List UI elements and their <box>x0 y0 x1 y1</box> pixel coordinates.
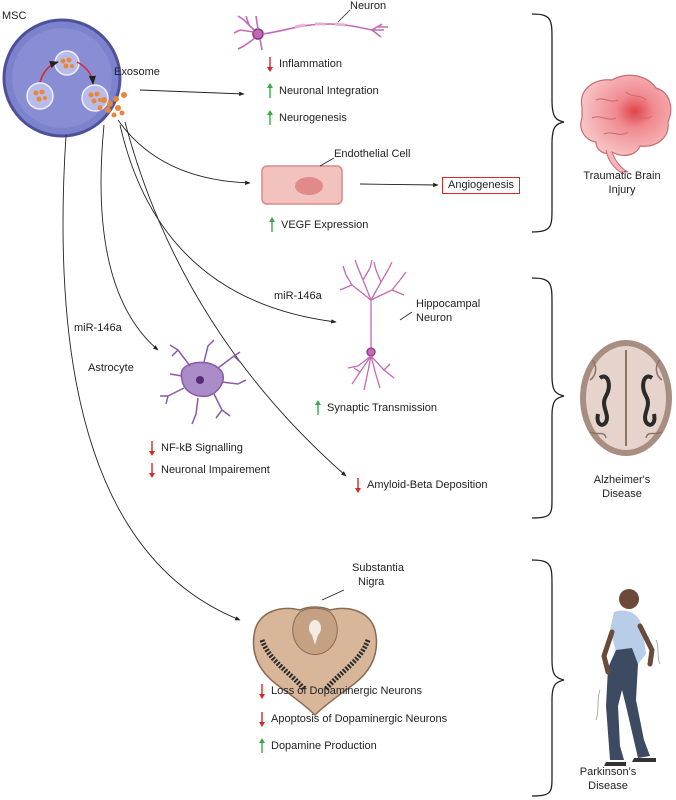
down-arrow-icon <box>149 463 155 478</box>
effect-text: Neurogenesis <box>279 112 347 124</box>
tbi-brain-icon <box>580 74 672 173</box>
effect-text: Neuronal Integration <box>279 85 379 97</box>
parkinsons-person-icon <box>595 589 661 766</box>
effect-text: Amyloid-Beta Deposition <box>367 479 488 491</box>
down-arrow-icon <box>355 478 361 493</box>
tbi-label-line1: Traumatic Brain <box>583 170 661 182</box>
effect-text: Apoptosis of Dopaminergic Neurons <box>271 713 448 725</box>
endothelial-cell-illustration <box>261 165 343 205</box>
msc-cell <box>2 18 122 138</box>
effect-text: Inflammation <box>279 58 342 70</box>
effect-vegf-expression: VEGF Expression <box>268 217 368 233</box>
angiogenesis-box: Angiogenesis <box>442 177 521 194</box>
tbi-label-line2: Injury <box>608 184 636 196</box>
down-arrow-icon <box>259 712 265 727</box>
effect-neuronal-integration: Neuronal Integration <box>266 83 379 99</box>
effect-apoptosis-dopaminergic: Apoptosis of Dopaminergic Neurons <box>258 711 447 727</box>
exosome-cluster <box>97 92 127 118</box>
effect-text: NF-kB Signalling <box>161 442 243 454</box>
effect-inflammation: Inflammation <box>266 56 342 72</box>
exosome-label: Exosome <box>114 66 160 78</box>
substantia-nigra-illustration <box>252 606 378 717</box>
endothelial-cell-label: Endothelial Cell <box>334 148 411 160</box>
arrow-to-amyloid <box>124 121 347 477</box>
effect-neurogenesis: Neurogenesis <box>266 110 347 126</box>
bracket-parkinsons <box>531 559 565 797</box>
effect-loss-dopaminergic: Loss of Dopaminergic Neurons <box>258 683 422 699</box>
bracket-alzheimers <box>531 277 565 519</box>
substantia-nigra-label-line2: Nigra <box>358 576 385 588</box>
msc-label: MSC <box>2 10 27 22</box>
effect-nfkb-signalling: NF-kB Signalling <box>148 440 243 456</box>
bracket-tbi <box>531 13 565 233</box>
hippocampal-neuron-label-line1: Hippocampal <box>416 298 481 310</box>
alzheimers-label-line1: Alzheimer's <box>593 474 651 486</box>
arrow-to-substantia-nigra <box>62 134 241 621</box>
up-arrow-icon <box>259 738 265 753</box>
disease-brackets <box>531 13 565 797</box>
arrow-to-neuron <box>139 89 245 96</box>
neuron-label: Neuron <box>350 0 387 12</box>
substantia-nigra-leader-line <box>321 589 345 601</box>
mir146a-left-label: miR-146a <box>74 322 122 334</box>
parkinsons-label-line2: Disease <box>588 780 628 792</box>
effect-neuronal-impairment: Neuronal Impairement <box>148 462 270 478</box>
substantia-nigra-label-line1: Substantia <box>352 562 404 574</box>
effect-text: Synaptic Transmission <box>327 402 438 414</box>
hippocampal-leader-line <box>399 311 413 321</box>
hippocampal-neuron-label-line2: Neuron <box>416 312 453 324</box>
hippocampal-neuron-illustration <box>339 259 407 391</box>
up-arrow-icon <box>315 400 321 415</box>
effect-amyloid-beta: Amyloid-Beta Deposition <box>354 477 487 493</box>
endothelial-leader-line <box>319 157 335 167</box>
up-arrow-icon <box>267 110 273 125</box>
effect-dopamine-production: Dopamine Production <box>258 738 377 754</box>
effect-synaptic-transmission: Synaptic Transmission <box>314 400 437 416</box>
alzheimers-brain-icon <box>580 340 672 456</box>
up-arrow-icon <box>269 217 275 232</box>
astrocyte-label: Astrocyte <box>88 362 134 374</box>
astrocyte-illustration <box>160 339 247 425</box>
neuron-leader-line <box>337 9 351 23</box>
effect-text: Neuronal Impairement <box>161 464 270 476</box>
neuron-illustration <box>233 15 388 51</box>
up-arrow-icon <box>267 83 273 98</box>
pathway-arrows <box>62 89 439 621</box>
arrow-to-hippocampal-neuron <box>119 124 337 324</box>
arrow-to-angiogenesis <box>359 182 439 188</box>
down-arrow-icon <box>259 684 265 699</box>
down-arrow-icon <box>149 441 155 456</box>
arrow-to-astrocyte <box>100 124 159 351</box>
effect-text: VEGF Expression <box>281 219 369 231</box>
alzheimers-label-line2: Disease <box>602 488 642 500</box>
mir146a-top-label: miR-146a <box>274 290 322 302</box>
effect-text: Loss of Dopaminergic Neurons <box>271 685 423 697</box>
parkinsons-label-line1: Parkinson's <box>579 766 637 778</box>
arrow-to-endothelial <box>117 119 251 185</box>
down-arrow-icon <box>267 57 273 72</box>
effect-text: Dopamine Production <box>271 740 377 752</box>
